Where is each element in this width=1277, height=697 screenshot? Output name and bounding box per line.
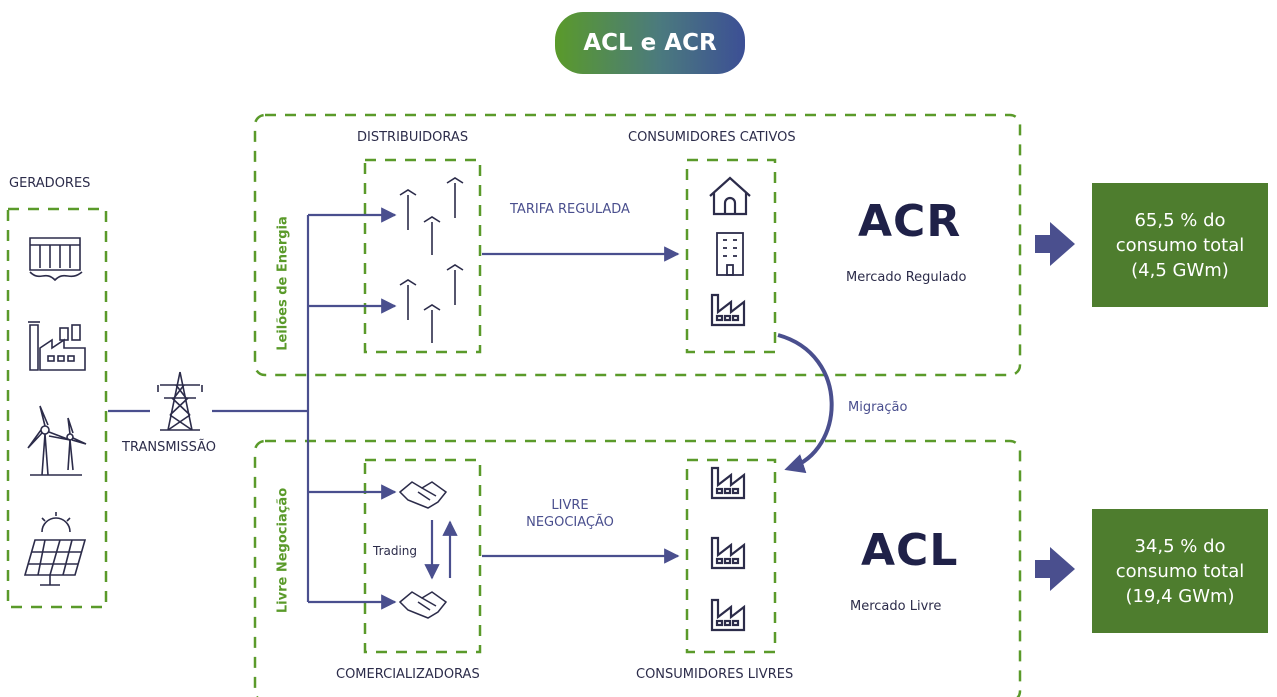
consumidores-cativos-box [685, 158, 777, 354]
acr-heading: ACR [858, 196, 962, 247]
migration-arrow [777, 333, 834, 474]
transmission-tower-icon [157, 371, 203, 431]
acl-share-line2: consumo total [1115, 560, 1245, 582]
pole-group-1 [399, 177, 464, 255]
transmissao-label: TRANSMISSÃO [122, 440, 217, 455]
distribuidoras-box [363, 158, 482, 354]
distribuidoras-label: DISTRIBUIDORAS [357, 130, 469, 145]
handshake-icon-2 [398, 591, 448, 619]
acl-share-line3: (19,4 GWm) [1125, 585, 1235, 607]
consumidores-livres-label: CONSUMIDORES LIVRES [636, 667, 794, 682]
acl-share-line1: 34,5 % do [1134, 535, 1226, 557]
acr-subtitle: Mercado Regulado [846, 270, 967, 285]
livre-negociacao-line2: NEGOCIAÇÃO [526, 515, 614, 530]
generator-icons [23, 237, 87, 586]
thermal-plant-icon [28, 321, 86, 371]
solar-panel-icon [23, 512, 87, 586]
page-title: ACL e ACR [583, 30, 717, 56]
factory-icon-livre-1 [710, 466, 746, 500]
tarifa-regulada-label: TARIFA REGULADA [510, 202, 630, 217]
hydro-dam-icon [29, 237, 83, 282]
acr-share-box: 65,5 % do consumo total (4,5 GWm) [1092, 183, 1268, 307]
geradores-label: GERADORES [9, 176, 91, 191]
acl-region-box [253, 439, 1022, 697]
building-icon [716, 232, 744, 276]
factory-icon-livre-3 [710, 598, 746, 632]
title-badge: ACL e ACR [555, 12, 745, 74]
house-icon [709, 176, 751, 216]
comercializadoras-label: COMERCIALIZADORAS [336, 667, 480, 682]
factory-icon-cativo [710, 293, 746, 327]
migracao-label: Migração [848, 400, 908, 415]
geradores-box [6, 207, 108, 609]
wind-turbine-icon [27, 405, 87, 476]
comercializadoras-box [363, 458, 482, 654]
factory-icon-livre-2 [710, 536, 746, 570]
livre-negociacao-vertical-label: Livre Negociação [275, 487, 291, 614]
acr-share-line3: (4,5 GWm) [1131, 259, 1229, 281]
acl-share-box: 34,5 % do consumo total (19,4 GWm) [1092, 509, 1268, 633]
handshake-icon-1 [398, 481, 448, 509]
distribution-poles-icon [399, 177, 464, 343]
acr-share-line1: 65,5 % do [1134, 209, 1226, 231]
consumidores-livres-box [685, 458, 777, 654]
trading-label: Trading [373, 544, 418, 558]
pole-group-2 [399, 264, 464, 343]
consumidores-cativos-label: CONSUMIDORES CATIVOS [628, 130, 796, 145]
livre-negociacao-line1: LIVRE [551, 498, 589, 513]
acr-block-arrow [1035, 222, 1075, 266]
acl-heading: ACL [861, 525, 959, 576]
acl-block-arrow [1035, 547, 1075, 591]
acr-share-line2: consumo total [1115, 234, 1245, 256]
leiloes-energia-label: Leilões de Energia [275, 216, 291, 351]
acl-subtitle: Mercado Livre [850, 599, 942, 614]
livre-negociacao-label: LIVRE NEGOCIAÇÃO [515, 497, 625, 531]
acr-region-box [253, 113, 1022, 377]
